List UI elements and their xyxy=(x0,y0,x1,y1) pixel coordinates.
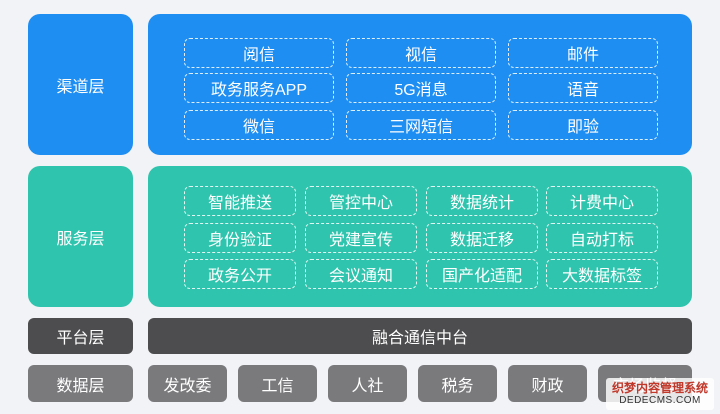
channel-item: 即验 xyxy=(508,110,658,140)
channel-item: 阅信 xyxy=(184,38,334,68)
channel-item: 语音 xyxy=(508,73,658,103)
data-item: 工信 xyxy=(238,365,317,402)
channel-layer-label: 渠道层 xyxy=(28,14,133,155)
service-item: 数据迁移 xyxy=(426,223,538,253)
service-item: 计费中心 xyxy=(546,186,658,216)
platform-layer-label-text: 平台层 xyxy=(56,330,105,347)
data-item: 税务 xyxy=(418,365,497,402)
watermark: 织梦内容管理系统 DEDECMS.COM xyxy=(606,378,714,410)
platform-content: 融合通信中台 xyxy=(371,330,468,347)
data-item: 财政 xyxy=(508,365,587,402)
data-layer-label: 数据层 xyxy=(28,365,133,402)
service-item: 身份验证 xyxy=(184,223,296,253)
service-item: 智能推送 xyxy=(184,186,296,216)
platform-layer-panel: 融合通信中台 xyxy=(148,318,692,354)
watermark-title: 织梦内容管理系统 xyxy=(611,380,708,395)
channel-item: 微信 xyxy=(184,110,334,140)
channel-item: 视信 xyxy=(346,38,496,68)
data-item: 人社 xyxy=(328,365,407,402)
service-item: 会议通知 xyxy=(305,259,417,289)
platform-layer-label: 平台层 xyxy=(28,318,133,354)
service-item: 国产化适配 xyxy=(426,259,538,289)
service-item: 管控中心 xyxy=(305,186,417,216)
service-layer-label: 服务层 xyxy=(28,166,133,307)
service-item: 大数据标签 xyxy=(546,259,658,289)
channel-item: 政务服务APP xyxy=(184,73,334,103)
channel-item: 三网短信 xyxy=(346,110,496,140)
data-item: 发改委 xyxy=(148,365,227,402)
channel-item: 5G消息 xyxy=(346,73,496,103)
service-layer-label-text: 服务层 xyxy=(56,230,105,248)
channel-layer-label-text: 渠道层 xyxy=(56,78,105,96)
service-item: 数据统计 xyxy=(426,186,538,216)
service-item: 自动打标 xyxy=(546,223,658,253)
channel-layer-panel: 阅信 视信 邮件 政务服务APP 5G消息 语音 微信 三网短信 即验 xyxy=(148,14,692,155)
service-item: 党建宣传 xyxy=(305,223,417,253)
watermark-url: DEDECMS.COM xyxy=(619,395,701,407)
channel-item: 邮件 xyxy=(508,38,658,68)
service-item: 政务公开 xyxy=(184,259,296,289)
service-layer-panel: 智能推送 管控中心 数据统计 计费中心 身份验证 党建宣传 数据迁移 自动打标 … xyxy=(148,166,692,307)
